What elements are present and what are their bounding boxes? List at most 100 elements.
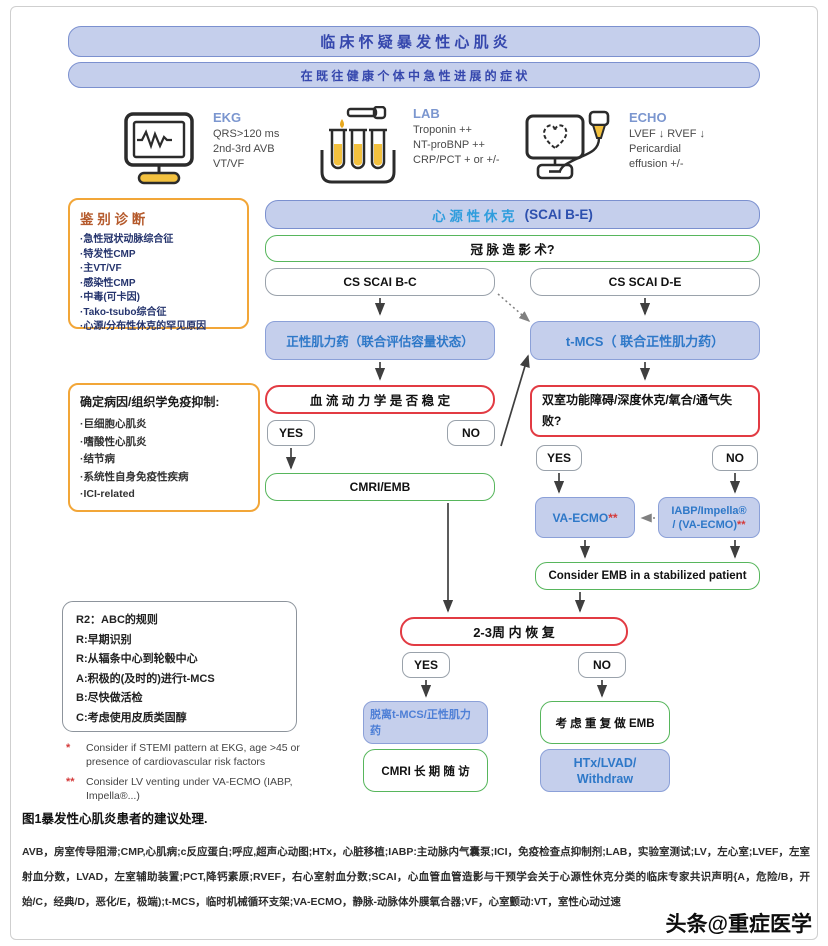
repeat-emb-text: 考 虑 重 复 做 EMB bbox=[555, 717, 655, 730]
echo-findings: ECHO LVEF ↓ RVEF ↓ Pericardial effusion … bbox=[629, 110, 706, 170]
figure-border bbox=[10, 6, 818, 940]
differential-item: ·感染性CMP bbox=[80, 277, 136, 289]
no-box-right: NO bbox=[712, 445, 758, 471]
differential-item: ·中毒(可卡因) bbox=[80, 292, 140, 303]
cs-scai-de-text: CS SCAI D-E bbox=[608, 275, 682, 289]
title-symptoms-box: 在 既 往 健 康 个 体 中 急 性 进 展 的 症 状 bbox=[68, 62, 760, 88]
test-tubes-icon bbox=[316, 105, 400, 197]
yes-label: YES bbox=[413, 658, 438, 672]
cs-scai-de-box: CS SCAI D-E bbox=[530, 268, 760, 296]
cmri-emb-text: CMRI/EMB bbox=[349, 480, 411, 494]
inotropes-text: 正性肌力药（联合评估容量状态） bbox=[286, 335, 474, 349]
recovery-text: 2-3周 内 恢 复 bbox=[473, 625, 555, 640]
no-label: NO bbox=[462, 426, 480, 440]
biventricular-failure-box: 双室功能障碍/深度休克/氧合/通气失败? bbox=[530, 385, 760, 437]
etiology-item: ·巨细胞心肌炎 bbox=[80, 418, 147, 430]
title-suspicion-text: 临 床 怀 疑 暴 发 性 心 肌 炎 bbox=[320, 34, 508, 51]
lab-findings: LAB Troponin ++ NT-proBNP ++ CRP/PCT + o… bbox=[413, 106, 500, 166]
echo-label: ECHO bbox=[629, 110, 667, 125]
r2-line: C:考虑使用皮质类固醇 bbox=[76, 711, 187, 724]
footnote-1: * Consider if STEMI pattern at EKG, age … bbox=[66, 742, 366, 769]
yes-box-left: YES bbox=[267, 420, 315, 446]
cs-scai-bc-text: CS SCAI B-C bbox=[343, 275, 417, 289]
cmri-emb-box: CMRI/EMB bbox=[265, 473, 495, 501]
ekg-findings: EKG QRS>120 ms 2nd-3rd AVB VT/VF bbox=[213, 110, 280, 170]
lab-label: LAB bbox=[413, 106, 440, 121]
r2-line: R:从辐条中心到轮毂中心 bbox=[76, 653, 198, 665]
consider-emb-box: Consider EMB in a stabilized patient bbox=[535, 562, 760, 590]
cmri-followup-box: CMRI 长 期 随 访 bbox=[363, 749, 488, 792]
yes-label: YES bbox=[278, 426, 303, 440]
differential-title: 鉴 别 诊 断 bbox=[80, 212, 146, 227]
scai-grade-text: (SCAI B-E) bbox=[524, 207, 593, 222]
r2-line: B:尽快做活检 bbox=[76, 692, 143, 704]
tmcs-text: t-MCS（ 联合正性肌力药） bbox=[565, 334, 725, 349]
cardiogenic-shock-text: 心 源 性 休 克 bbox=[432, 208, 515, 224]
title-suspicion-box: 临 床 怀 疑 暴 发 性 心 肌 炎 bbox=[68, 26, 760, 57]
consider-emb-text: Consider EMB in a stabilized patient bbox=[548, 570, 747, 582]
iabp-vaecmo-text: / (VA-ECMO) bbox=[672, 518, 737, 531]
htx-lvad-text: HTx/LVAD/ bbox=[573, 755, 637, 770]
wean-tmcs-box: 脱离t-MCS/正性肌力药 bbox=[363, 701, 488, 744]
etiology-item: ·结节病 bbox=[80, 453, 115, 465]
title-symptoms-text: 在 既 往 健 康 个 体 中 急 性 进 展 的 症 状 bbox=[300, 68, 528, 83]
recovery-box: 2-3周 内 恢 复 bbox=[400, 617, 628, 646]
ultrasound-icon bbox=[524, 110, 616, 191]
watermark-text: 头条@重症医学 bbox=[665, 913, 812, 936]
no-label: NO bbox=[726, 451, 744, 465]
etiology-item: ·嗜酸性心肌炎 bbox=[80, 435, 147, 448]
r2-line: R:早期识别 bbox=[76, 633, 132, 646]
differential-diagnosis-box: 鉴 别 诊 断 ·急性冠状动脉综合征 ·特发性CMP ·主VT/VF ·感染性C… bbox=[68, 198, 249, 332]
coronary-angiography-text: 冠 脉 造 影 术? bbox=[470, 243, 555, 257]
repeat-emb-box: 考 虑 重 复 做 EMB bbox=[540, 701, 670, 744]
footnote-2: ** Consider LV venting under VA-ECMO (IA… bbox=[66, 776, 366, 803]
iabp-impella-box: IABP/Impella® / (VA-ECMO)** bbox=[658, 497, 760, 538]
cmri-followup-text: CMRI 长 期 随 访 bbox=[381, 765, 470, 778]
differential-items: ·急性冠状动脉综合征 ·特发性CMP ·主VT/VF ·感染性CMP ·中毒(可… bbox=[80, 233, 237, 335]
asterisk-marker: * bbox=[66, 742, 71, 754]
differential-item: ·急性冠状动脉综合征 bbox=[80, 234, 174, 245]
cardiogenic-shock-box: 心 源 性 休 克 (SCAI B-E) bbox=[265, 200, 760, 229]
differential-item: ·主VT/VF bbox=[80, 263, 122, 274]
va-ecmo-box: VA-ECMO** bbox=[535, 497, 635, 538]
r2-abc-rules-box: R2：ABC的规则 R:早期识别 R:从辐条中心到轮毂中心 A:积极的(及时的)… bbox=[62, 601, 297, 732]
inotropes-box: 正性肌力药（联合评估容量状态） bbox=[265, 321, 495, 360]
coronary-angiography-box: 冠 脉 造 影 术? bbox=[265, 235, 760, 262]
yes-box-bottom: YES bbox=[402, 652, 450, 678]
hemodynamic-stability-text: 血 流 动 力 学 是 否 稳 定 bbox=[309, 394, 451, 408]
footnote-text: Consider LV venting under VA-ECMO (IABP,… bbox=[86, 776, 293, 802]
wean-tmcs-text: 脱离t-MCS/正性肌力药 bbox=[370, 709, 471, 737]
hemodynamic-stability-box: 血 流 动 力 学 是 否 稳 定 bbox=[265, 385, 495, 414]
etiology-title: 确定病因/组织学免疫抑制: bbox=[80, 395, 220, 409]
footnotes: * Consider if STEMI pattern at EKG, age … bbox=[66, 742, 366, 810]
no-box-left: NO bbox=[447, 420, 495, 446]
abbreviations-paragraph: AVB，房室传导阻滞;CMP,心肌病;c反应蛋白;呼应,超声心动图;HTx，心脏… bbox=[22, 846, 810, 908]
etiology-box: 确定病因/组织学免疫抑制: ·巨细胞心肌炎 ·嗜酸性心肌炎 ·结节病 ·系统性自… bbox=[68, 383, 260, 512]
ekg-modality: EKG QRS>120 ms 2nd-3rd AVB VT/VF bbox=[122, 110, 279, 197]
r2-line: R2：ABC的规则 bbox=[76, 614, 158, 626]
iabp-impella-text: IABP/Impella® bbox=[671, 504, 747, 517]
footnote-text: Consider if STEMI pattern at EKG, age >4… bbox=[86, 742, 300, 768]
no-label: NO bbox=[593, 658, 611, 672]
biventricular-failure-text: 双室功能障碍/深度休克/氧合/通气失败? bbox=[542, 393, 733, 428]
yes-box-right: YES bbox=[536, 445, 582, 471]
r2-line: A:积极的(及时的)进行t-MCS bbox=[76, 672, 215, 685]
differential-item: ·心源/分布性休克的罕见原因 bbox=[80, 321, 207, 332]
r2-lines: R2：ABC的规则 R:早期识别 R:从辐条中心到轮毂中心 A:积极的(及时的)… bbox=[76, 611, 283, 728]
ekg-label: EKG bbox=[213, 110, 242, 125]
cs-scai-bc-box: CS SCAI B-C bbox=[265, 268, 495, 296]
va-ecmo-text: VA-ECMO bbox=[552, 510, 609, 525]
figure-caption: 图1暴发性心肌炎患者的建议处理. bbox=[22, 812, 208, 826]
htx-lvad-box: HTx/LVAD/ Withdraw bbox=[540, 749, 670, 792]
etiology-items: ·巨细胞心肌炎 ·嗜酸性心肌炎 ·结节病 ·系统性自身免疫性疾病 ·ICI-re… bbox=[80, 416, 248, 504]
va-ecmo-footnote-mark: ** bbox=[608, 510, 618, 525]
differential-item: ·特发性CMP bbox=[80, 248, 136, 260]
iabp-impella-text2: / (VA-ECMO)** bbox=[672, 518, 745, 532]
withdraw-text: Withdraw bbox=[576, 771, 634, 786]
differential-item: ·Tako-tsubo综合征 bbox=[80, 306, 167, 318]
lab-modality: LAB Troponin ++ NT-proBNP ++ CRP/PCT + o… bbox=[316, 105, 500, 197]
double-asterisk-marker: ** bbox=[66, 776, 75, 788]
yes-label: YES bbox=[546, 451, 571, 465]
echo-modality: ECHO LVEF ↓ RVEF ↓ Pericardial effusion … bbox=[524, 110, 705, 191]
